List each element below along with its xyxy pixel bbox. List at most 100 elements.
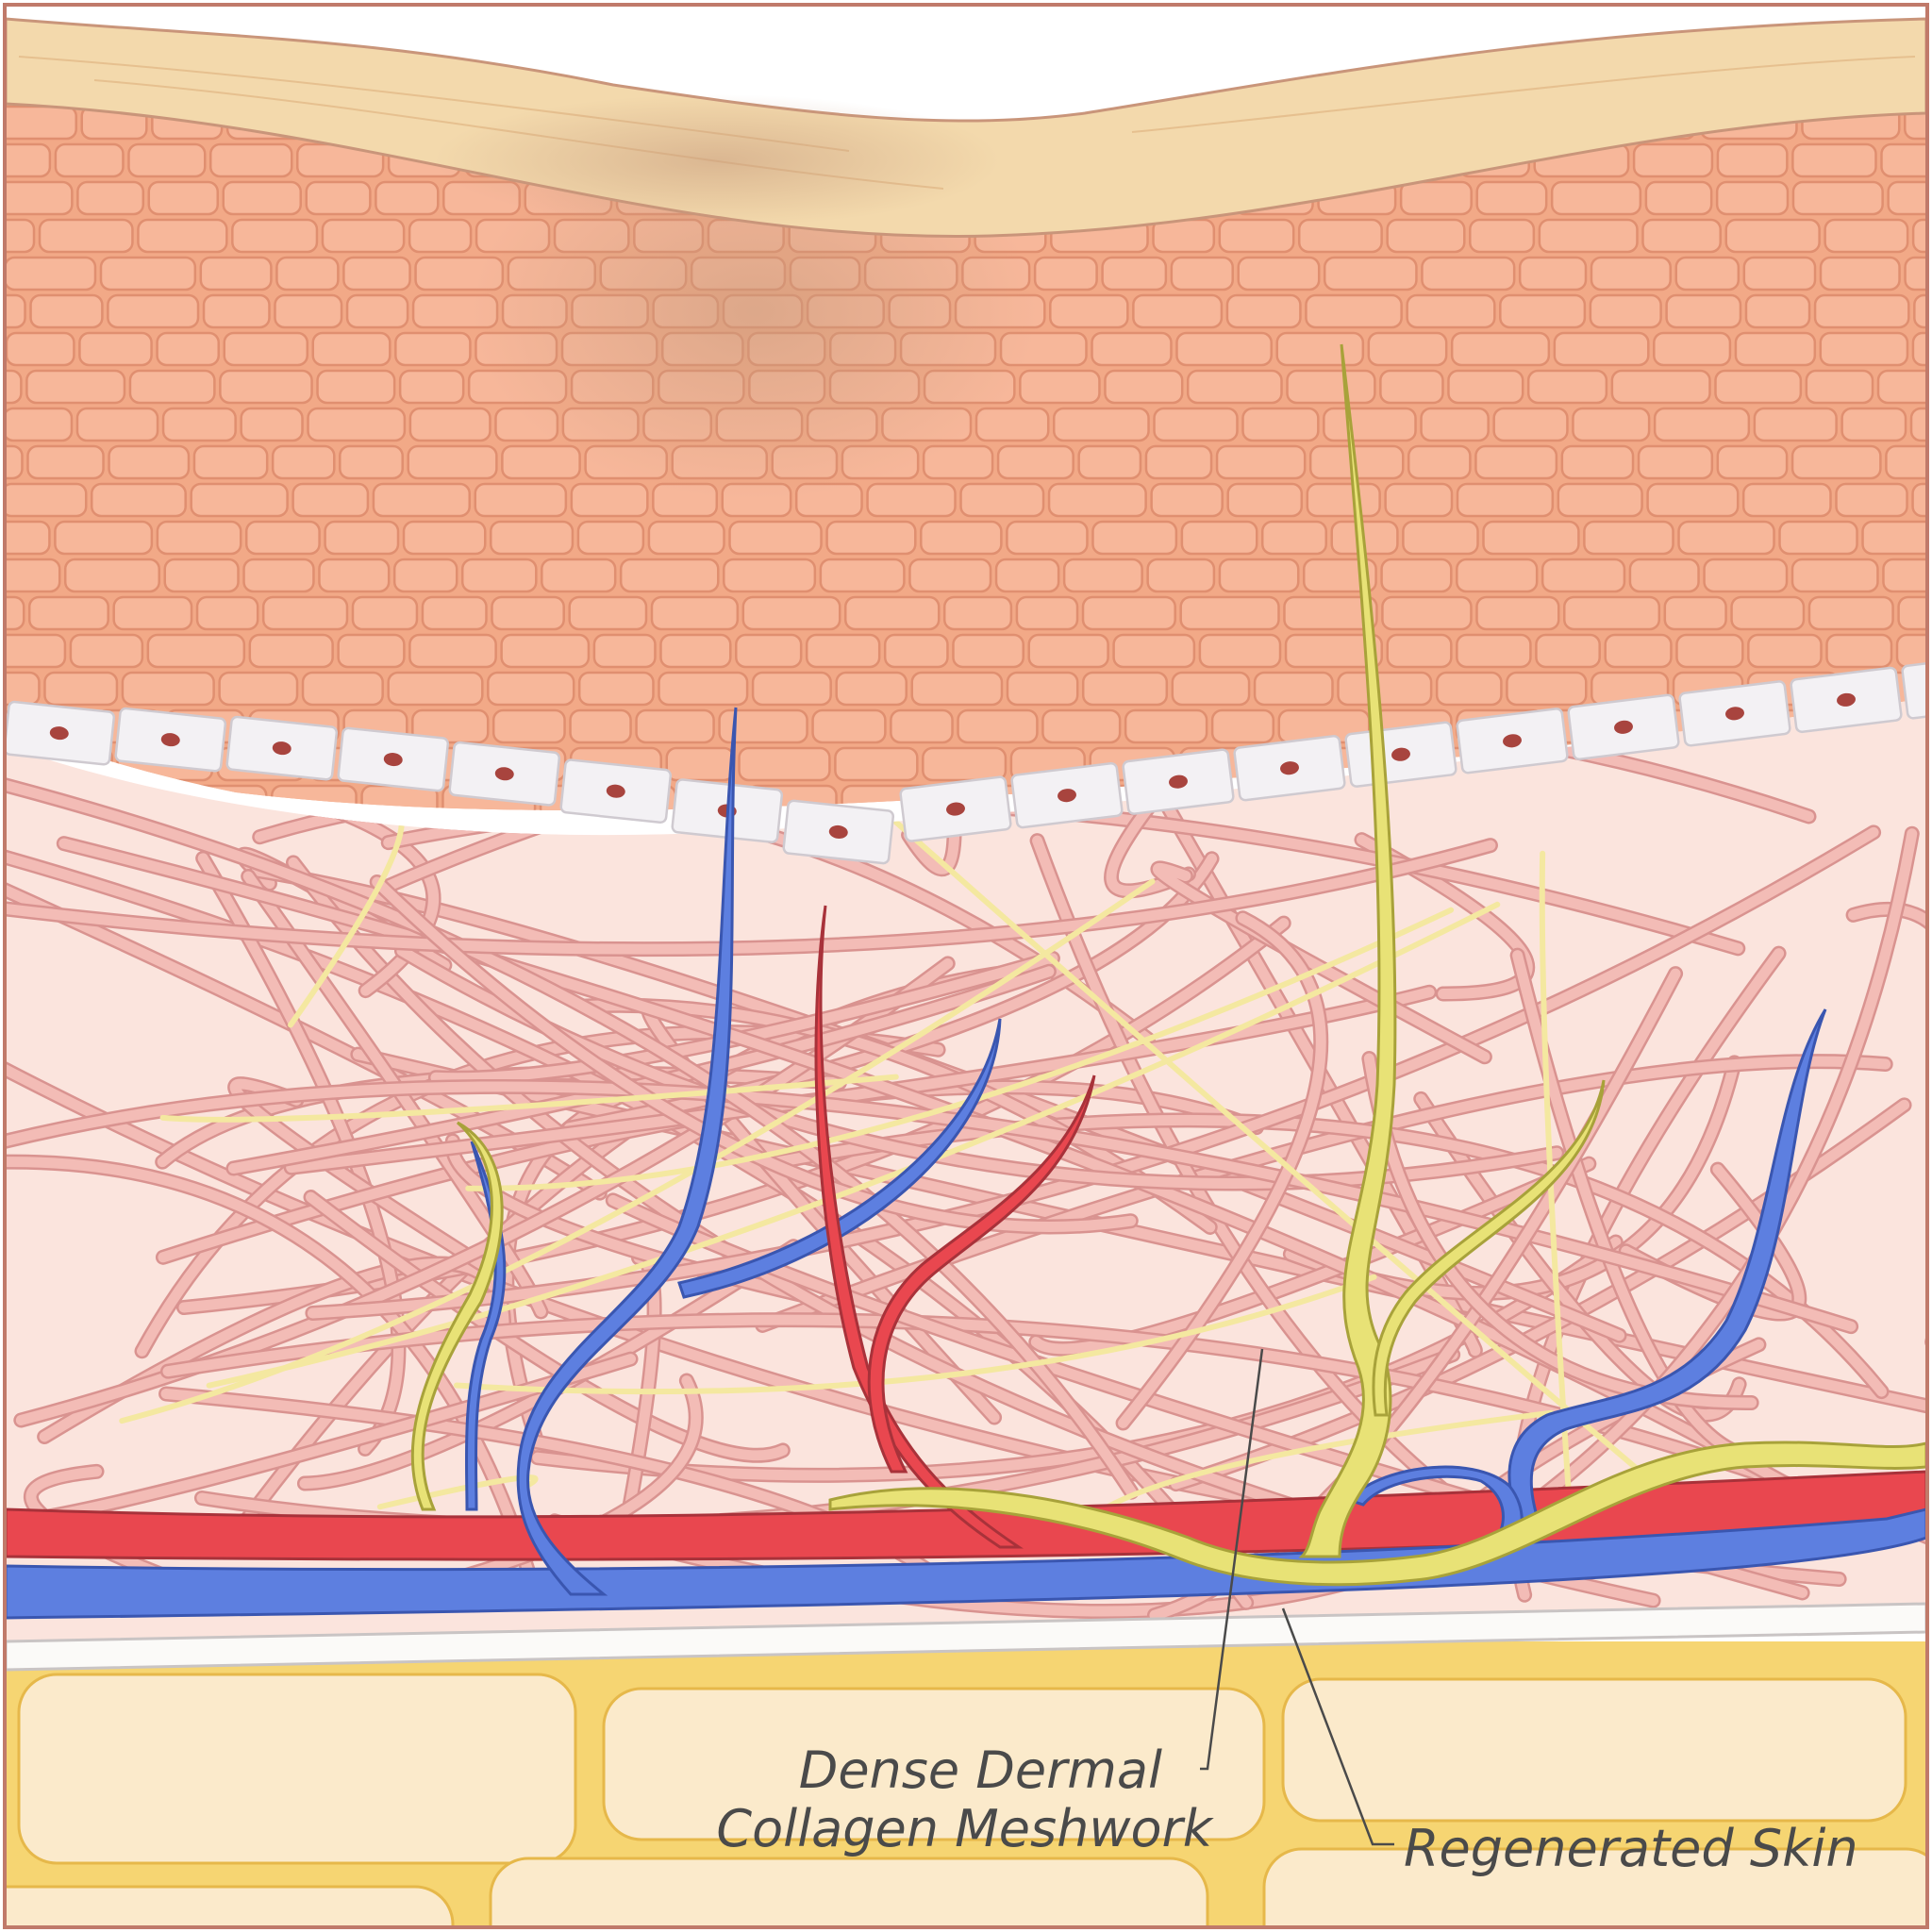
epidermis-cell	[360, 784, 439, 810]
collagen-fiber	[299, 1241, 799, 1490]
epidermis-cell	[1560, 444, 1635, 480]
epidermis-cell	[1175, 331, 1273, 367]
epidermis-cell	[741, 595, 841, 631]
epidermis-cell	[819, 558, 906, 593]
epidermis-cell	[1104, 369, 1184, 405]
epidermis-cell	[1124, 708, 1208, 744]
epidermis-cell	[1911, 482, 1926, 518]
epidermis-cell	[1386, 218, 1466, 254]
epidermis-cell	[474, 482, 568, 518]
artery-branch-left	[814, 905, 1024, 1549]
basal-cell	[1233, 735, 1346, 802]
epidermis-cell	[1897, 595, 1926, 631]
epidermis-cell	[1887, 180, 1926, 216]
epidermis-cell	[1337, 671, 1433, 707]
collagen-fiber	[197, 853, 404, 1455]
artery-branch-right	[867, 1074, 1096, 1474]
epidermis-cell	[1913, 293, 1926, 329]
epidermis-cell	[1677, 520, 1775, 556]
epidermis-cell	[738, 746, 831, 782]
epidermis-cell	[6, 407, 74, 442]
epidermis-cell	[1225, 293, 1302, 329]
epidermis-cell	[1379, 369, 1444, 405]
epidermis-cell	[305, 180, 372, 216]
epidermis-cell	[1210, 708, 1275, 744]
epidermis-cell	[222, 180, 303, 216]
epidermis-cell	[1218, 558, 1300, 593]
epidermis-cell	[1456, 482, 1555, 518]
epidermis-cell	[1550, 180, 1642, 216]
epidermis-cell	[1475, 180, 1548, 216]
fat-cell	[1281, 1677, 1907, 1823]
epidermis-cell	[805, 633, 881, 669]
epidermis-cell	[1297, 218, 1383, 254]
epidermis-cell	[1406, 293, 1496, 329]
epidermis-cell	[751, 671, 832, 707]
epidermis-cell	[650, 595, 740, 631]
epidermis-cell	[421, 595, 488, 631]
epidermis-cell	[6, 331, 75, 367]
epidermis-cell	[1675, 633, 1744, 669]
epidermis-cell	[26, 444, 105, 480]
epidermis-cell	[883, 633, 949, 669]
epidermis-cell	[1112, 633, 1196, 669]
epidermis-cell	[324, 520, 400, 556]
epidermis-cell	[1077, 444, 1142, 480]
epidermis-cell	[959, 482, 1045, 518]
epidermis-cell	[219, 369, 313, 405]
epidermis-cell	[1644, 180, 1713, 216]
epidermis-cell	[1492, 407, 1569, 442]
epidermis-cell	[1033, 256, 1098, 291]
epidermis-cell	[375, 180, 440, 216]
epidermis-cell	[1876, 369, 1926, 405]
basal-cell-layer	[6, 653, 1926, 865]
epidermis-cell	[6, 482, 88, 518]
epidermis-cell	[408, 407, 491, 442]
epidermis-cell	[248, 633, 334, 669]
epidermis-cell	[834, 746, 919, 782]
epidermis-cell	[307, 407, 407, 442]
epidermis-cell	[491, 595, 565, 631]
epidermis-cell	[723, 558, 817, 593]
epidermis-cell	[1716, 444, 1789, 480]
epidermis-cell	[6, 520, 51, 556]
epidermis-cell	[910, 671, 1004, 707]
epidermis-cell	[619, 558, 720, 593]
epidermis-cell	[1882, 558, 1926, 593]
epidermis-cell	[392, 558, 458, 593]
label-regenerated-skin: Regenerated Skin	[1404, 1819, 1858, 1878]
vessels-and-nerves	[6, 343, 1926, 1620]
epidermis-cell	[6, 369, 23, 405]
dermal-collagen-leader-line	[1200, 1348, 1264, 1771]
corneum-scar-shading	[434, 94, 1000, 226]
basal-cell	[1567, 693, 1680, 760]
epidermis-cell	[1215, 444, 1307, 480]
epidermis-cell	[1380, 558, 1453, 593]
epidermis-cell	[1911, 331, 1926, 367]
epidermis-cell	[242, 558, 315, 593]
epidermis-cell	[1553, 331, 1650, 367]
epidermis-cell	[592, 633, 657, 669]
epidermis-cell	[1153, 407, 1239, 442]
fat-cell	[17, 1673, 577, 1865]
epidermis-cell	[1703, 558, 1789, 593]
epidermis-cell	[1041, 708, 1122, 744]
epidermis-cell	[1840, 407, 1907, 442]
epidermis-cell	[128, 369, 216, 405]
epidermis-cell	[1714, 369, 1803, 405]
epidermis-cell	[1015, 595, 1079, 631]
epidermis-cell	[569, 708, 632, 744]
epidermis-cell	[1819, 331, 1909, 367]
epidermis-cell	[1563, 595, 1661, 631]
epidermis-cell	[1813, 293, 1910, 329]
epidermis-cell	[107, 293, 200, 329]
epidermis-cell	[1323, 256, 1418, 291]
epidermis-cell	[1081, 671, 1169, 707]
epidermis-cell	[835, 671, 908, 707]
epidermis-cell	[99, 256, 197, 291]
epidermis-cell	[192, 444, 269, 480]
epidermis-cell	[1753, 407, 1838, 442]
epidermis-cell	[811, 708, 887, 744]
epidermis-cell	[1253, 671, 1334, 707]
epidermis-cell	[1791, 142, 1877, 178]
